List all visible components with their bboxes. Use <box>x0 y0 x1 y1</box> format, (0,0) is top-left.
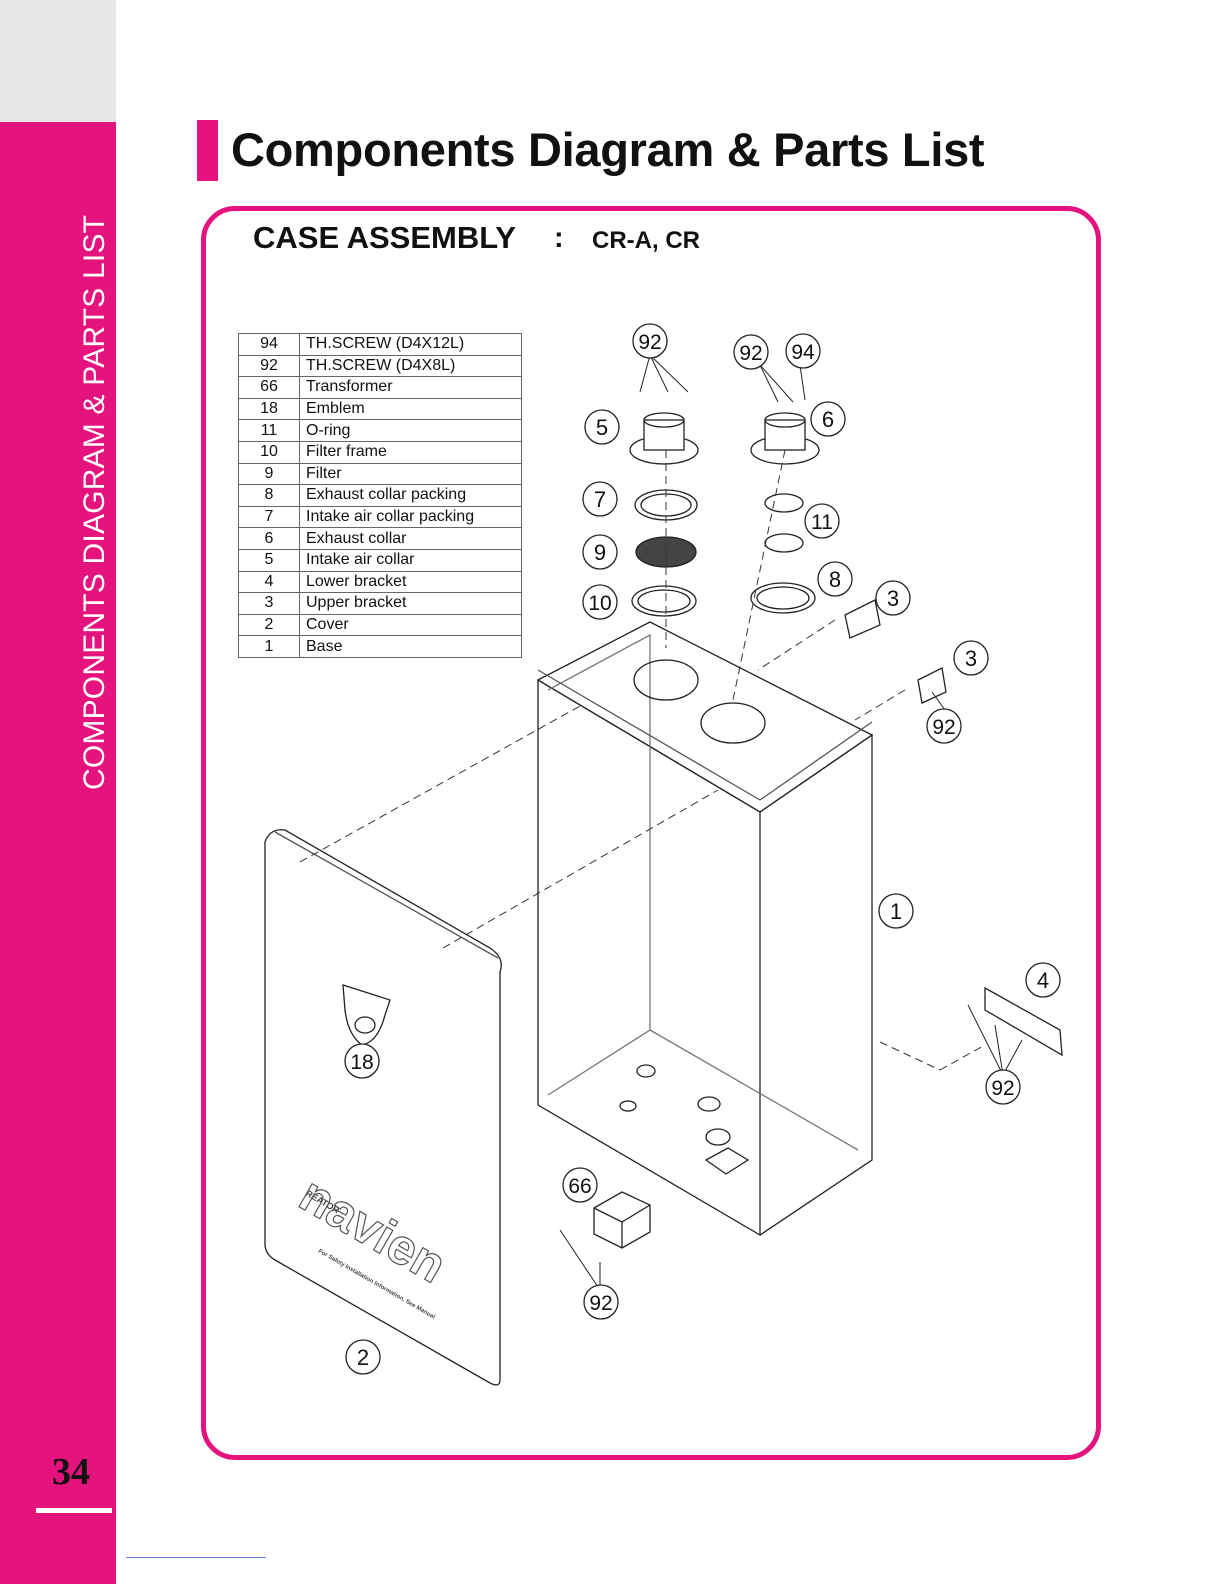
callout-circle <box>582 534 618 570</box>
sidebar <box>0 122 116 1584</box>
footer-rule <box>126 1557 266 1558</box>
title-accent-bar <box>197 120 218 181</box>
callout-circle <box>953 640 989 676</box>
callout-circle <box>584 409 620 445</box>
callout-label: 7 <box>594 487 606 512</box>
part-number: 92 <box>238 354 300 378</box>
part-description: Exhaust collar <box>299 527 522 550</box>
o-ring-upper <box>764 493 804 513</box>
callout-circle <box>810 401 846 437</box>
callout-label: 4 <box>1037 968 1049 993</box>
callout-circle <box>878 893 914 929</box>
callout-circle <box>985 1069 1021 1105</box>
part-description: Exhaust collar packing <box>299 484 522 507</box>
leader-lines <box>299 449 986 1071</box>
sidebar-top-block <box>0 0 116 122</box>
callout-label: 92 <box>638 331 661 354</box>
part-description: Base <box>299 635 522 658</box>
callout-circle <box>632 323 668 359</box>
callout-label: 94 <box>791 341 815 364</box>
part-description: TH.SCREW (D4X8L) <box>299 354 522 378</box>
case-hole-exhaust <box>700 702 766 744</box>
callout-label: 18 <box>350 1051 373 1074</box>
callout-label: 92 <box>991 1077 1014 1100</box>
o-ring-lower <box>764 533 804 553</box>
case-hole-intake <box>633 659 699 701</box>
callout-circle <box>1025 962 1061 998</box>
page-title: Components Diagram & Parts List <box>231 123 985 176</box>
case-inner <box>547 633 651 1096</box>
filter-frame <box>631 585 697 617</box>
section-models: CR-A, CR <box>592 227 700 254</box>
section-separator: : <box>554 222 564 254</box>
callout-label: 1 <box>890 899 902 924</box>
part-number: 94 <box>238 333 300 356</box>
callout-circle <box>785 333 821 369</box>
part-description: O-ring <box>299 419 522 442</box>
page-number: 34 <box>52 1451 90 1493</box>
callout-label: 2 <box>357 1345 369 1370</box>
callout-label: 3 <box>965 646 977 671</box>
callout-label: 9 <box>594 540 606 565</box>
callout-circle <box>562 1167 598 1203</box>
callout-circle <box>875 580 911 616</box>
callout-circle <box>804 503 840 539</box>
callout-circle <box>583 1284 619 1320</box>
page-number-underline <box>36 1508 112 1513</box>
callout-circle <box>582 584 618 620</box>
callout-label: 8 <box>829 567 841 592</box>
callout-label: 92 <box>932 716 955 739</box>
cover-outline <box>264 829 502 1386</box>
section-title: CASE ASSEMBLY <box>253 220 516 255</box>
lower-bracket <box>984 986 1063 1057</box>
callout-label: 66 <box>568 1175 591 1198</box>
callout-label: 3 <box>887 586 899 611</box>
callout-circle <box>582 481 618 517</box>
case-inner-floor <box>649 1029 859 1151</box>
callout-label: 6 <box>822 407 834 432</box>
callout-circle <box>733 334 769 370</box>
part-description: Lower bracket <box>299 570 522 594</box>
part-description: Filter <box>299 462 522 486</box>
part-description: Intake air collar packing <box>299 505 522 529</box>
callout-circle <box>926 708 962 744</box>
case-side <box>759 733 873 1236</box>
callout-circle <box>817 561 853 597</box>
diagram-lines <box>264 412 1063 1386</box>
exhaust-packing <box>750 582 816 614</box>
callout-label: 11 <box>811 511 833 534</box>
callout-label: 5 <box>596 415 608 440</box>
callout-group: 92 92 94 5 6 7 11 9 8 10 3 3 92 1 4 18 92 66 92 2 <box>344 323 1061 1375</box>
callout-label: 92 <box>589 1292 612 1315</box>
callout-label: 10 <box>588 592 611 615</box>
part-number: 1 <box>238 635 300 658</box>
callout-circle <box>344 1043 380 1079</box>
upper-bracket-1 <box>844 599 881 639</box>
upper-bracket-2 <box>917 667 947 704</box>
callout-label: 92 <box>739 342 762 365</box>
case-top <box>536 621 874 813</box>
callout-circle <box>345 1339 381 1375</box>
transformer <box>593 1191 651 1249</box>
pointer-lines <box>559 354 1023 1291</box>
